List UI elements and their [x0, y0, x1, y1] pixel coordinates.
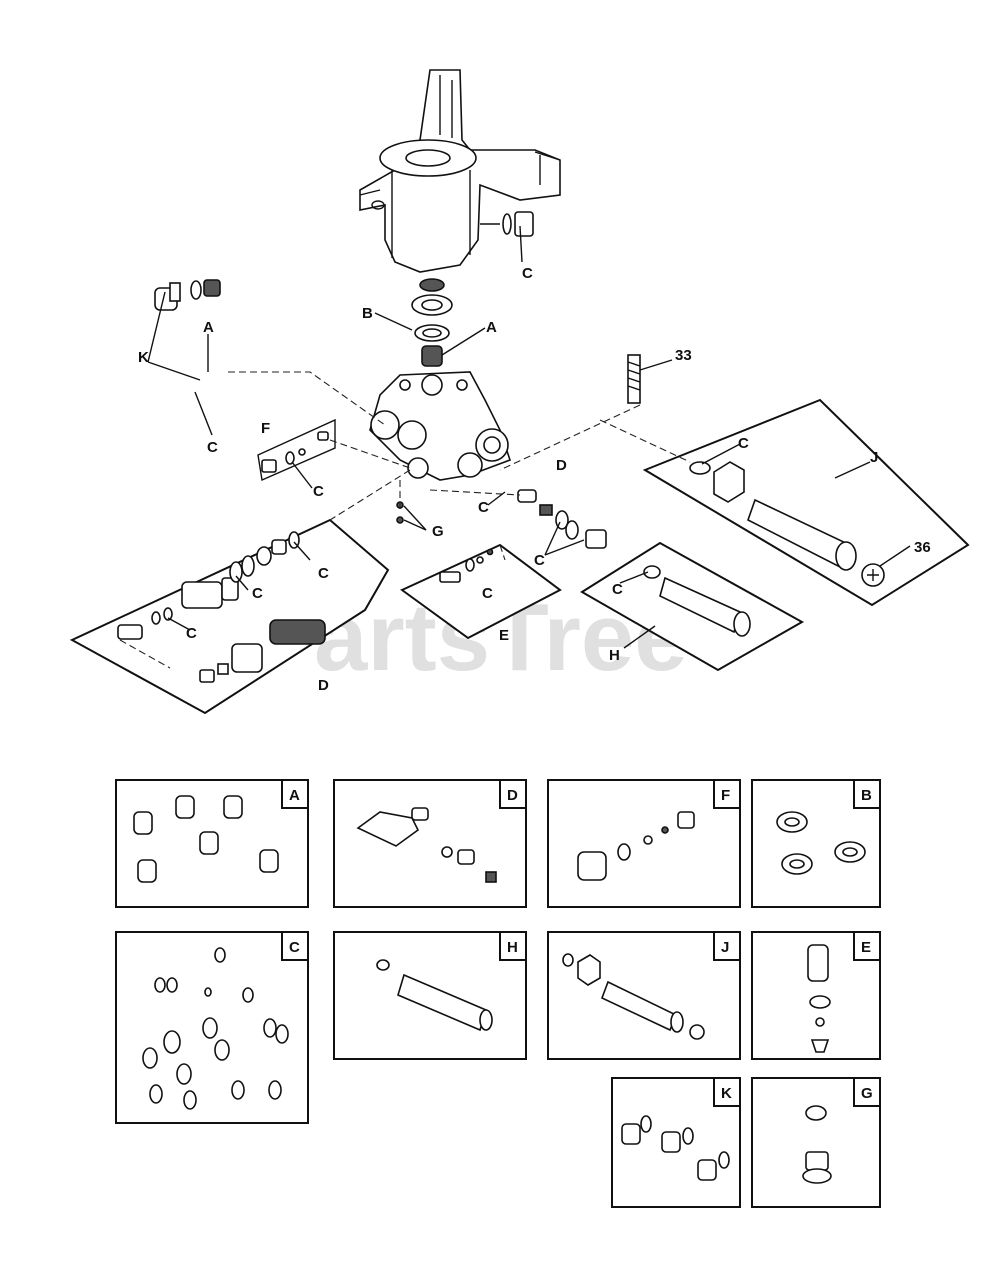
kit-c-label: C: [289, 939, 300, 956]
e-group: [400, 543, 562, 640]
kit-d-label: D: [507, 787, 518, 804]
dashed-leader-lines: [119, 371, 691, 669]
f-group: [257, 418, 336, 482]
kit-j-label: J: [721, 939, 729, 956]
callout-j: J: [870, 449, 878, 466]
left-fittings: [154, 279, 221, 311]
pump-housing: [359, 69, 561, 273]
kit-box-j: J: [547, 931, 741, 1060]
kit-g-label: G: [861, 1085, 873, 1102]
callout-h: H: [609, 647, 620, 664]
callout-33: 33: [675, 347, 692, 364]
kit-box-h: H: [333, 931, 527, 1060]
callout-c-low1: C: [318, 565, 329, 582]
kit-box-f: F: [547, 779, 741, 908]
callout-a-mid: A: [486, 319, 497, 336]
callout-labels: C B A A K C F C 33 C J D C G C C E C H 3…: [138, 265, 931, 694]
kit-box-a: A: [115, 779, 309, 908]
kit-f-label: F: [721, 787, 730, 804]
callout-k: K: [138, 349, 149, 366]
lower-left-group: [69, 518, 390, 715]
callout-c-left: C: [207, 439, 218, 456]
callout-d-mid: D: [556, 457, 567, 474]
bolt-33: [627, 354, 641, 404]
manifold: [369, 371, 512, 481]
kit-box-d: D: [333, 779, 527, 908]
callout-c-d: C: [478, 499, 489, 516]
kit-a-label: A: [289, 787, 300, 804]
callout-f: F: [261, 420, 270, 437]
callout-c-h: C: [612, 581, 623, 598]
kit-box-g: G: [751, 1077, 881, 1208]
d-valve-parts: [517, 489, 607, 549]
h-group: [580, 541, 805, 672]
kit-box-k: K: [611, 1077, 741, 1208]
callout-c-f: C: [313, 483, 324, 500]
callout-a-left: A: [203, 319, 214, 336]
callout-c-j: C: [738, 435, 749, 452]
callout-d-low: D: [318, 677, 329, 694]
callout-b: B: [362, 305, 373, 322]
callout-c-top: C: [522, 265, 533, 282]
seal-stack: [411, 278, 453, 367]
callout-c-low3: C: [186, 625, 197, 642]
kit-box-e: E: [751, 931, 881, 1060]
kit-box-c: C: [115, 931, 309, 1124]
callout-g: G: [432, 523, 444, 540]
kit-box-b: B: [751, 779, 881, 908]
leader-lines: [147, 225, 911, 649]
callout-c-e: C: [482, 585, 493, 602]
kit-b-label: B: [861, 787, 872, 804]
callout-c-pair: C: [534, 552, 545, 569]
kit-h-label: H: [507, 939, 518, 956]
callout-36: 36: [914, 539, 931, 556]
callout-c-low2: C: [252, 585, 263, 602]
kit-e-label: E: [861, 939, 871, 956]
callout-e: E: [499, 627, 509, 644]
kit-k-label: K: [721, 1085, 732, 1102]
plug-and-o-ring: [480, 211, 534, 237]
